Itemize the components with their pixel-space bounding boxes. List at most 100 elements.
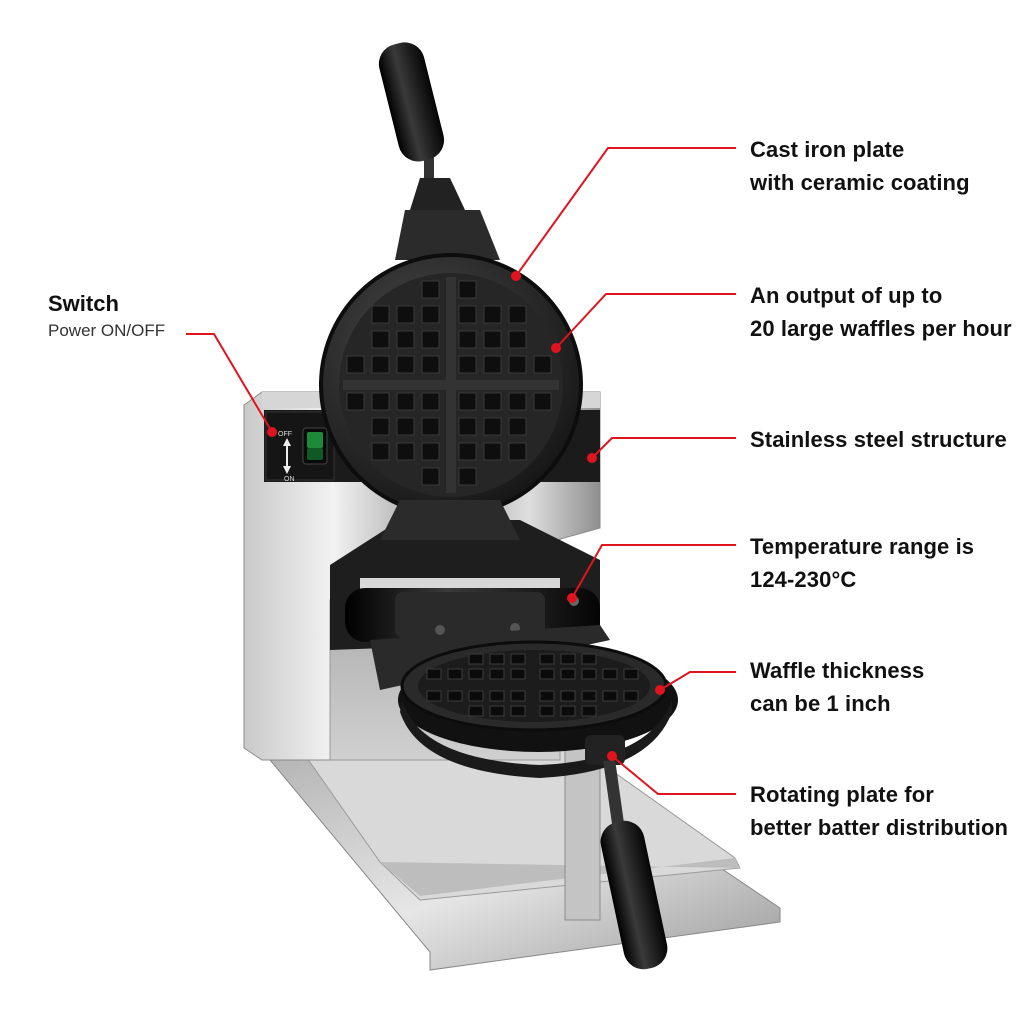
waffle-pocket: [623, 690, 639, 702]
waffle-pocket: [510, 668, 526, 680]
waffle-pocket: [371, 305, 390, 324]
waffle-pocket: [396, 355, 415, 374]
plate-line-1: Cast iron plate: [750, 137, 905, 162]
waffle-pocket: [346, 392, 365, 411]
waffle-pocket: [623, 668, 639, 680]
waffle-pocket: [458, 280, 477, 299]
waffle-pocket: [396, 305, 415, 324]
callout-dots: [267, 271, 665, 761]
rotating-line-2: better batter distribution: [750, 815, 1009, 840]
waffle-pocket: [458, 355, 477, 374]
waffle-pocket: [421, 442, 440, 461]
waffle-pocket: [483, 392, 502, 411]
waffle-pocket: [426, 668, 442, 680]
waffle-pocket: [371, 442, 390, 461]
waffle-pocket: [533, 392, 552, 411]
thickness-callout-line: [659, 671, 736, 691]
output-line-2: 20 large waffles per hour: [750, 316, 1012, 341]
waffle-pocket: [396, 442, 415, 461]
waffle-pocket: [396, 330, 415, 349]
waffle-pocket: [483, 330, 502, 349]
waffle-pocket: [483, 417, 502, 436]
waffle-pocket: [421, 355, 440, 374]
thickness-line-1: Waffle thickness: [750, 658, 925, 683]
waffle-pocket: [508, 442, 527, 461]
bottom-waffle-grid: [426, 653, 639, 717]
waffle-pocket: [510, 690, 526, 702]
switch-direction-arrow-icon: [283, 438, 291, 474]
waffle-pocket: [533, 355, 552, 374]
waffle-pocket: [468, 705, 484, 717]
waffle-pocket: [489, 690, 505, 702]
switch-title: Switch: [48, 291, 119, 316]
waffle-pocket: [468, 668, 484, 680]
waffle-pocket: [539, 705, 555, 717]
temperature-callout-line: [571, 544, 736, 599]
thickness-callout: Waffle thickness can be 1 inch: [750, 654, 924, 720]
rotating-plate-icon[interactable]: [398, 640, 678, 778]
waffle-pocket: [421, 330, 440, 349]
plate-callout-line: [515, 147, 736, 277]
output-line-1: An output of up to: [750, 283, 943, 308]
waffle-pocket: [458, 330, 477, 349]
waffle-pocket: [447, 690, 463, 702]
waffle-pocket: [560, 705, 576, 717]
waffle-pocket: [458, 467, 477, 486]
waffle-pocket: [581, 668, 597, 680]
waffle-pocket: [346, 355, 365, 374]
rotating-callout-line: [611, 755, 736, 795]
waffle-pocket: [458, 392, 477, 411]
structure-line-1: Stainless steel structure: [750, 427, 1007, 452]
thickness-line-2: can be 1 inch: [750, 691, 891, 716]
plate-line-2: with ceramic coating: [750, 170, 970, 195]
temperature-line-1: Temperature range is: [750, 534, 975, 559]
structure-callout: Stainless steel structure: [750, 423, 1007, 456]
hinge-cylinder: [345, 588, 600, 642]
waffle-pocket: [489, 668, 505, 680]
structure-callout-line: [591, 437, 736, 459]
rotating-line-1: Rotating plate for: [750, 782, 934, 807]
waffle-pocket: [458, 417, 477, 436]
waffle-pocket: [560, 668, 576, 680]
waffle-pocket: [421, 280, 440, 299]
waffle-pocket: [371, 330, 390, 349]
waffle-pocket: [447, 668, 463, 680]
rotating-callout: Rotating plate for better batter distrib…: [750, 778, 1008, 844]
waffle-pocket: [483, 305, 502, 324]
callout-lines: [186, 147, 736, 795]
waffle-pocket: [371, 417, 390, 436]
waffle-pocket: [581, 690, 597, 702]
waffle-pocket: [421, 392, 440, 411]
waffle-pocket: [421, 417, 440, 436]
waffle-pocket: [483, 442, 502, 461]
waffle-pocket: [468, 653, 484, 665]
waffle-pocket: [396, 417, 415, 436]
waffle-pocket: [581, 653, 597, 665]
waffle-pocket: [508, 305, 527, 324]
plate-callout: Cast iron plate with ceramic coating: [750, 133, 970, 199]
waffle-pocket: [421, 305, 440, 324]
waffle-pocket: [508, 392, 527, 411]
output-callout-line: [555, 293, 736, 349]
waffle-pocket: [508, 330, 527, 349]
waffle-pocket: [560, 653, 576, 665]
waffle-pocket: [508, 355, 527, 374]
waffle-pocket: [539, 690, 555, 702]
panel-on-label: ON: [284, 476, 295, 483]
temperature-callout: Temperature range is 124-230°C: [750, 530, 974, 596]
waffle-pocket: [458, 442, 477, 461]
temperature-line-2: 124-230°C: [750, 567, 857, 592]
waffle-pocket: [489, 653, 505, 665]
rocker-switch-icon[interactable]: [302, 427, 328, 465]
waffle-pocket: [510, 653, 526, 665]
waffle-pocket: [602, 668, 618, 680]
waffle-pocket: [602, 690, 618, 702]
waffle-pocket: [371, 392, 390, 411]
switch-callout-line: [186, 333, 273, 433]
waffle-pocket: [483, 355, 502, 374]
top-handle-icon[interactable]: [375, 38, 465, 210]
waffle-pocket: [560, 690, 576, 702]
waffle-pocket: [489, 705, 505, 717]
